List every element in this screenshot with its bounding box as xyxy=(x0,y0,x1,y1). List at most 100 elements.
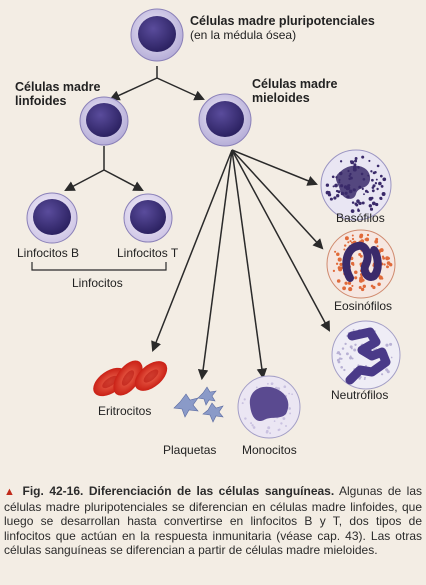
monocyte-cell xyxy=(237,375,301,439)
blood-cell-differentiation-diagram xyxy=(26,8,401,439)
granule xyxy=(380,185,384,188)
granule xyxy=(363,193,365,196)
granule xyxy=(288,407,291,410)
granule xyxy=(385,343,389,347)
granule xyxy=(376,164,380,168)
granule xyxy=(342,286,346,291)
granule xyxy=(375,178,378,181)
caption-marker-icon: ▲ xyxy=(4,486,18,498)
granule xyxy=(366,233,370,237)
granule xyxy=(333,196,337,200)
granule xyxy=(369,207,374,211)
granule xyxy=(370,284,374,288)
granule xyxy=(329,197,333,201)
granule xyxy=(332,185,335,188)
erythrocytes-group xyxy=(93,360,168,397)
label-lymphocytes-b: Linfocitos B xyxy=(17,246,80,260)
granule xyxy=(277,387,281,390)
granule xyxy=(331,175,335,179)
arrow-to-platelets xyxy=(197,149,233,381)
arrow-to-lymph-t xyxy=(103,169,144,191)
arrow-to-erythrocytes xyxy=(151,149,233,352)
granule xyxy=(350,347,353,350)
label-pluripotent-title: Células madre pluripotenciales xyxy=(190,14,375,28)
granule xyxy=(354,202,358,206)
granule xyxy=(337,266,342,270)
granule xyxy=(273,420,276,422)
granule xyxy=(360,275,363,278)
granule xyxy=(334,250,337,253)
granule xyxy=(371,189,375,193)
granule xyxy=(251,424,254,427)
granule xyxy=(327,193,332,197)
platelets-group xyxy=(173,386,224,423)
granule xyxy=(382,177,387,182)
label-pluripotent-sub: (en la médula ósea) xyxy=(190,28,297,42)
label-erythrocytes: Eritrocitos xyxy=(98,404,152,418)
granule xyxy=(343,368,346,372)
granule xyxy=(338,357,342,360)
granule xyxy=(361,187,364,190)
granule xyxy=(381,277,384,280)
granule xyxy=(244,417,247,420)
myeloid-stem-cell xyxy=(198,93,252,147)
granule xyxy=(335,262,339,265)
granule xyxy=(348,287,353,292)
granule xyxy=(291,393,293,396)
granule xyxy=(350,160,355,165)
granule xyxy=(347,281,352,285)
granule xyxy=(379,182,382,185)
arrow-to-eosinophils xyxy=(231,149,324,250)
granule xyxy=(241,402,244,405)
granule xyxy=(374,170,377,174)
caption-text: Algunas de las células madre pluripotenc… xyxy=(4,484,423,558)
lymphocytes-bracket xyxy=(31,262,167,271)
label-lymphocytes: Linfocitos xyxy=(72,276,123,290)
basophil-cell xyxy=(320,149,392,221)
label-lymphoid-line2: linfoides xyxy=(15,94,67,108)
granule xyxy=(250,422,253,425)
label-lymphocytes-t: Linfocitos T xyxy=(117,246,179,260)
granule xyxy=(352,328,355,331)
granule xyxy=(371,178,374,182)
granule xyxy=(357,209,361,212)
granule xyxy=(354,276,358,280)
granule xyxy=(283,385,287,389)
granule xyxy=(359,233,364,238)
arrow-to-myeloid xyxy=(156,77,205,101)
granule xyxy=(381,192,386,196)
granule xyxy=(356,199,360,203)
label-lymphoid-line1: Células madre xyxy=(15,80,101,94)
granule xyxy=(354,159,358,163)
label-basophils: Basófilos xyxy=(336,211,385,225)
granule xyxy=(341,347,345,350)
granule xyxy=(350,209,355,213)
granule xyxy=(255,386,258,389)
granule xyxy=(353,348,357,352)
arrow-to-basophils xyxy=(231,149,318,186)
label-myeloid-line1: Células madre xyxy=(252,77,338,91)
granule xyxy=(344,342,347,346)
granule xyxy=(354,157,358,160)
granule xyxy=(252,426,256,429)
granule xyxy=(267,426,271,430)
granule xyxy=(349,356,353,360)
granule xyxy=(344,281,348,285)
arrow-to-lymphoid xyxy=(109,77,158,101)
eosinophil-cell xyxy=(326,229,396,299)
granule xyxy=(358,202,361,205)
granule xyxy=(376,245,379,248)
caption-figure-title: Diferenciación de las células sanguíneas… xyxy=(88,484,335,498)
caption-figure-number: Fig. 42-16. xyxy=(22,484,84,498)
granule xyxy=(371,201,376,206)
granule xyxy=(277,428,280,432)
granule xyxy=(365,237,370,242)
granule xyxy=(362,284,366,288)
granule xyxy=(243,398,246,401)
granule xyxy=(381,373,384,376)
granule xyxy=(359,254,363,258)
granule xyxy=(340,366,343,369)
granule xyxy=(363,378,366,380)
granule xyxy=(360,287,365,292)
granule xyxy=(366,191,369,194)
